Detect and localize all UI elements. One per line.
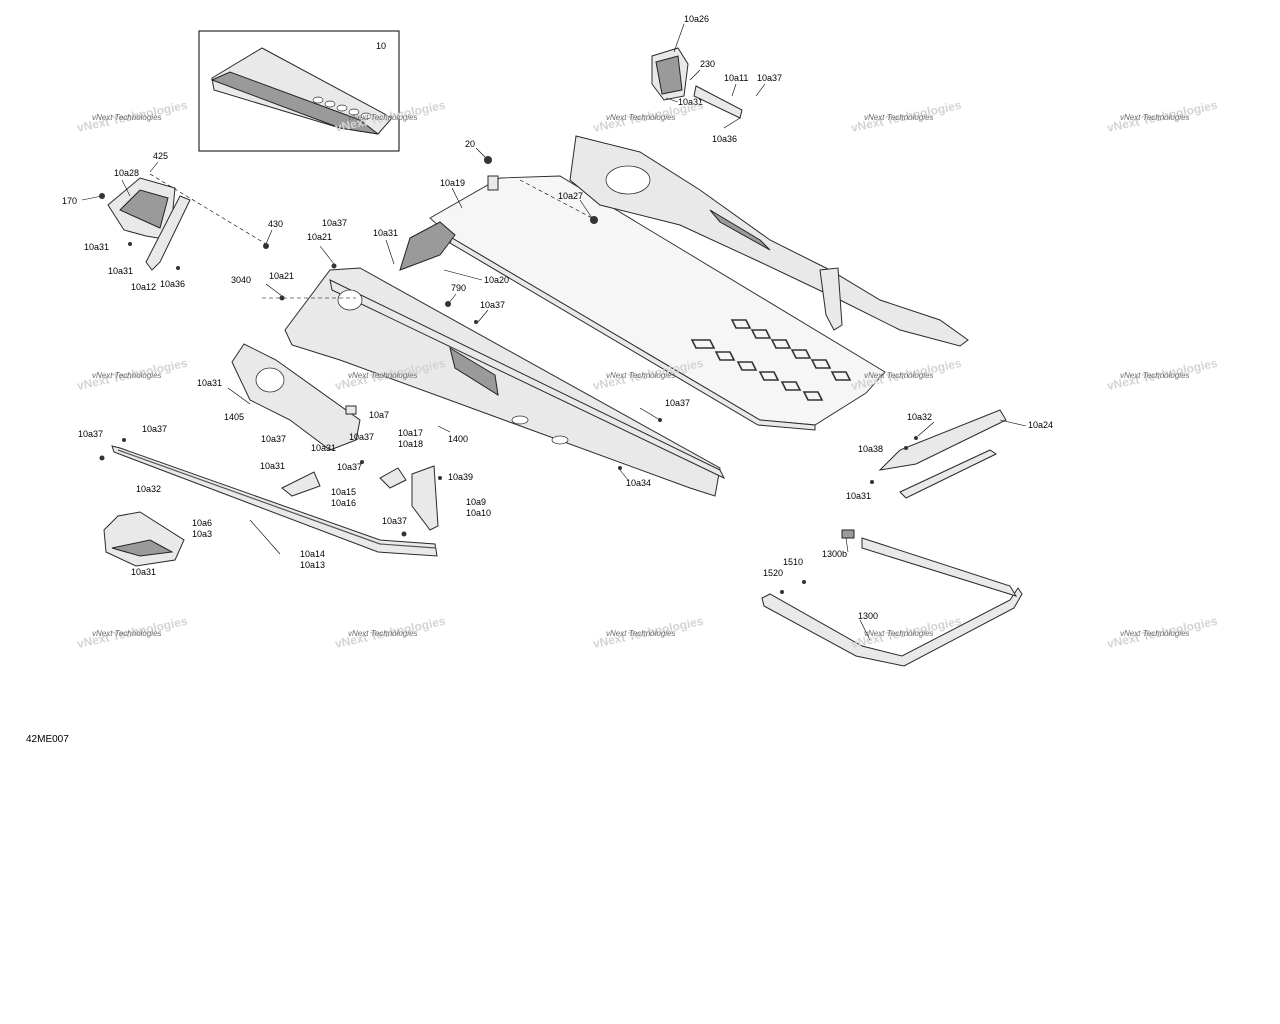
callout: 10a32 [907, 412, 932, 422]
callout: 1300 [858, 611, 878, 621]
center-brackets [281, 405, 439, 531]
rear-bumper [761, 529, 1023, 667]
rear-support-bar [878, 409, 1007, 499]
callout: 430 [268, 219, 283, 229]
tunnel-top-panel [399, 175, 886, 431]
callout: 790 [451, 283, 466, 293]
callout: 10a9 [466, 497, 486, 507]
callout: 10a19 [440, 178, 465, 188]
watermark: vNext Technologies [92, 629, 162, 638]
callout: 20 [465, 139, 475, 149]
watermark: vNext Technologies [1120, 113, 1190, 122]
callout: 10a31 [108, 266, 133, 276]
front-skid-strip [111, 445, 438, 557]
callout: 10a37 [757, 73, 782, 83]
inset-assembly-10: 10 [198, 30, 400, 152]
callout: 10a31 [311, 443, 336, 453]
callout: 3040 [231, 275, 251, 285]
right-tunnel-side-plate [569, 135, 969, 347]
callout: 10a31 [373, 228, 398, 238]
callout: 10a31 [846, 491, 871, 501]
watermark: vNext Technologies [864, 629, 934, 638]
diagram-code: 42ME007 [26, 734, 69, 745]
callout: 10a31 [260, 461, 285, 471]
callout: 170 [62, 196, 77, 206]
watermark: vNext Technologies [606, 629, 676, 638]
callout: 10a31 [197, 378, 222, 388]
skid-plate [103, 511, 185, 567]
rear-right-bracket [651, 47, 743, 119]
callout: 10a36 [712, 134, 737, 144]
callout: 10a13 [300, 560, 325, 570]
callout: 10a37 [480, 300, 505, 310]
callout: 1520 [763, 568, 783, 578]
callout: 10a24 [1028, 420, 1053, 430]
watermark: vNext Technologies [1120, 629, 1190, 638]
callout: 10a37 [382, 516, 407, 526]
watermark: vNext Technologies [1120, 371, 1190, 380]
callout: 10a36 [160, 279, 185, 289]
callout: 10a14 [300, 549, 325, 559]
watermark: vNext Technologies [348, 629, 418, 638]
callout: 10a37 [665, 398, 690, 408]
callout: 10a31 [678, 97, 703, 107]
front-left-bracket [107, 177, 191, 271]
callout: 10a37 [322, 218, 347, 228]
callout: 10a37 [142, 424, 167, 434]
callout: 10a18 [398, 439, 423, 449]
callout: 10a37 [261, 434, 286, 444]
watermark: vNext Technologies [606, 113, 676, 122]
callout: 10a3 [192, 529, 212, 539]
watermark: vNext Technologies [864, 113, 934, 122]
callout: 10a32 [136, 484, 161, 494]
callout: 10a16 [331, 498, 356, 508]
callout: 10a27 [558, 191, 583, 201]
callout: 10a37 [78, 429, 103, 439]
callout: 1405 [224, 412, 244, 422]
callout: 10a28 [114, 168, 139, 178]
callout: 10a34 [626, 478, 651, 488]
watermark: vNext Technologies [348, 113, 418, 122]
left-tunnel-side-rail [284, 267, 726, 497]
inset-label: 10 [376, 41, 386, 51]
watermark: vNext Technologies [348, 371, 418, 380]
callout: 1300b [822, 549, 847, 559]
watermark: vNext Technologies [92, 113, 162, 122]
callout: 230 [700, 59, 715, 69]
callout: 10a21 [307, 232, 332, 242]
callout: 10a10 [466, 508, 491, 518]
callout: 10a37 [337, 462, 362, 472]
fasteners [99, 156, 918, 594]
callout-labels: 10a26 230 10a11 10a37 10a31 10a36 20 10a… [62, 14, 1053, 621]
callout: 10a38 [858, 444, 883, 454]
callout: 10a31 [84, 242, 109, 252]
left-front-plate [231, 343, 361, 451]
callout: 1510 [783, 557, 803, 567]
callout: 10a15 [331, 487, 356, 497]
callout: 10a39 [448, 472, 473, 482]
callout: 10a7 [369, 410, 389, 420]
callout: 10a21 [269, 271, 294, 281]
callout: 10a6 [192, 518, 212, 528]
callout: 10a26 [684, 14, 709, 24]
callout: 10a17 [398, 428, 423, 438]
callout: 10a31 [131, 567, 156, 577]
callout: 10a12 [131, 282, 156, 292]
watermark: vNext Technologies [606, 371, 676, 380]
callout: 10a11 [724, 73, 748, 83]
callout: 1400 [448, 434, 468, 444]
watermark: vNext Technologies [92, 371, 162, 380]
callout: 10a20 [484, 275, 509, 285]
watermark: vNext Technologies [864, 371, 934, 380]
callout: 10a37 [349, 432, 374, 442]
callout: 425 [153, 151, 168, 161]
